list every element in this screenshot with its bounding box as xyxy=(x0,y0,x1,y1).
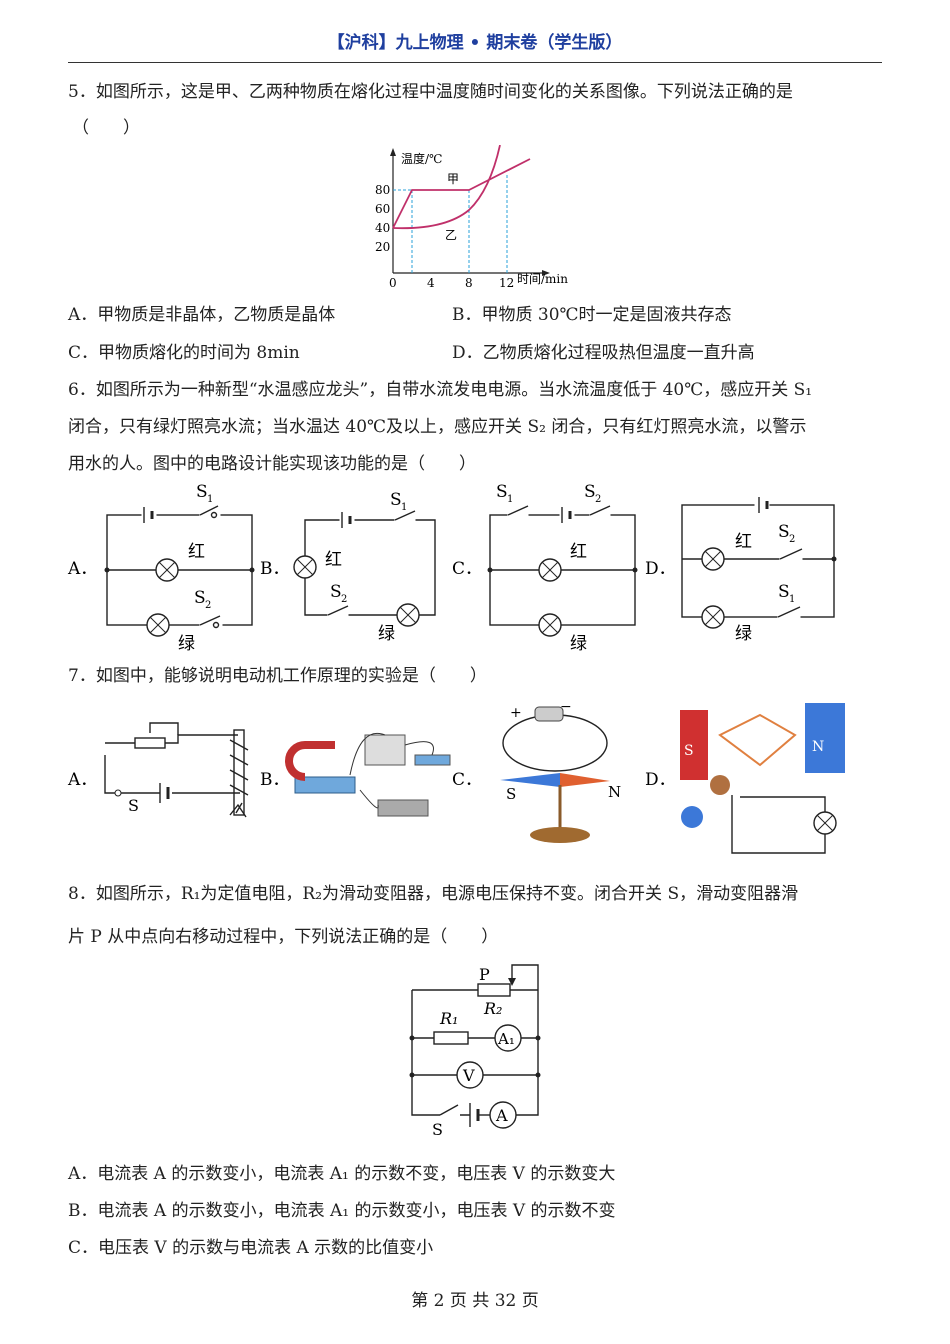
svg-text:绿: 绿 xyxy=(178,634,195,654)
svg-text:绿: 绿 xyxy=(735,624,752,644)
svg-text:温度/℃: 温度/℃ xyxy=(401,151,442,166)
svg-text:时间/min: 时间/min xyxy=(517,272,568,286)
svg-text:8: 8 xyxy=(465,276,473,290)
svg-text:红: 红 xyxy=(735,532,752,552)
svg-text:S: S xyxy=(194,588,206,608)
svg-text:D．: D． xyxy=(645,559,676,579)
svg-text:红: 红 xyxy=(570,542,587,562)
svg-text:0: 0 xyxy=(389,276,397,290)
svg-text:N: N xyxy=(608,783,621,801)
q7-experiment-images: A． B． C． D． S + − S N S N xyxy=(67,699,845,854)
svg-text:C．: C． xyxy=(452,559,482,579)
svg-text:+: + xyxy=(510,705,522,721)
series-yi-line xyxy=(392,145,501,230)
svg-text:V: V xyxy=(462,1066,475,1085)
q8-circuit: P R₂ R₁ A₁ V A S xyxy=(409,964,541,1139)
q6-line-3: 用水的人。图中的电路设计能实现该功能的是（ ） xyxy=(68,454,476,474)
svg-text:S: S xyxy=(496,482,508,502)
page-header: 【沪科】九上物理 • 期末卷（学生版） xyxy=(327,33,623,53)
svg-text:4: 4 xyxy=(427,276,435,290)
q8-option-c[interactable]: C．电压表 V 的示数与电流表 A 示数的比值变小 xyxy=(68,1238,434,1258)
q8-line-1: 8．如图所示，R₁为定值电阻，R₂为滑动变阻器，电源电压保持不变。闭合开关 S，… xyxy=(68,884,799,904)
svg-text:S: S xyxy=(196,482,208,502)
q5-blank: （ ） xyxy=(72,118,140,138)
svg-text:S: S xyxy=(432,1120,443,1139)
q8-option-a[interactable]: A．电流表 A 的示数变小，电流表 A₁ 的示数不变，电压表 V 的示数变大 xyxy=(68,1164,616,1184)
series-jia-line xyxy=(392,158,531,229)
q5-stem: 5．如图所示，这是甲、乙两种物质在熔化过程中温度随时间变化的关系图像。下列说法正… xyxy=(68,82,793,102)
svg-text:C．: C． xyxy=(452,770,482,790)
q8-option-b[interactable]: B．电流表 A 的示数变小，电流表 A₁ 的示数变小，电压表 V 的示数不变 xyxy=(68,1201,616,1221)
svg-text:S: S xyxy=(128,796,139,815)
svg-text:R₂: R₂ xyxy=(483,999,502,1018)
svg-text:A．: A． xyxy=(67,559,97,579)
page-footer: 第 2 页 共 32 页 xyxy=(411,1291,539,1311)
svg-text:60: 60 xyxy=(375,202,390,216)
q6-line-1: 6．如图所示为一种新型“水温感应龙头”，自带水流发电电源。当水流温度低于 40℃… xyxy=(68,380,813,400)
svg-text:2: 2 xyxy=(205,600,211,611)
svg-text:N: N xyxy=(812,739,824,755)
q5-temperature-graph: 温度/℃ 甲 乙 80 60 40 20 0 4 8 12 时间/min xyxy=(375,145,568,290)
svg-text:A₁: A₁ xyxy=(497,1030,515,1048)
svg-text:红: 红 xyxy=(325,550,342,570)
svg-text:甲: 甲 xyxy=(447,172,459,186)
svg-text:R₁: R₁ xyxy=(439,1009,458,1028)
svg-text:1: 1 xyxy=(789,594,795,605)
q5-option-b[interactable]: B．甲物质 30℃时一定是固液共存态 xyxy=(452,305,732,325)
svg-text:20: 20 xyxy=(375,240,390,254)
svg-text:绿: 绿 xyxy=(378,624,395,644)
svg-text:80: 80 xyxy=(375,183,390,197)
svg-text:1: 1 xyxy=(207,494,213,505)
svg-text:S: S xyxy=(778,582,790,602)
svg-text:2: 2 xyxy=(341,594,347,605)
svg-text:2: 2 xyxy=(789,534,795,545)
header-divider xyxy=(68,62,882,63)
svg-text:1: 1 xyxy=(507,494,513,505)
svg-text:S: S xyxy=(584,482,596,502)
svg-text:2: 2 xyxy=(595,494,601,505)
svg-text:S: S xyxy=(506,785,516,803)
svg-text:B．: B． xyxy=(260,559,290,579)
svg-text:P: P xyxy=(479,965,490,984)
svg-text:40: 40 xyxy=(375,221,390,235)
svg-text:A．: A． xyxy=(67,770,97,790)
svg-text:红: 红 xyxy=(188,542,205,562)
svg-text:A: A xyxy=(495,1106,508,1125)
svg-text:S: S xyxy=(330,582,342,602)
svg-text:乙: 乙 xyxy=(445,228,457,242)
svg-text:−: − xyxy=(560,699,572,715)
svg-text:D．: D． xyxy=(645,770,676,790)
svg-text:S: S xyxy=(684,743,694,759)
q5-option-d[interactable]: D．乙物质熔化过程吸热但温度一直升高 xyxy=(452,343,755,363)
q6-line-2: 闭合，只有绿灯照亮水流；当水温达 40℃及以上，感应开关 S₂ 闭合，只有红灯照… xyxy=(68,417,807,437)
svg-text:S: S xyxy=(390,490,402,510)
svg-text:12: 12 xyxy=(499,276,514,290)
svg-text:S: S xyxy=(778,522,790,542)
svg-text:1: 1 xyxy=(401,502,407,513)
q7-stem: 7．如图中，能够说明电动机工作原理的实验是（ ） xyxy=(68,666,487,686)
q5-option-c[interactable]: C．甲物质熔化的时间为 8min xyxy=(68,343,300,363)
svg-text:绿: 绿 xyxy=(570,634,587,654)
q5-option-a[interactable]: A．甲物质是非晶体，乙物质是晶体 xyxy=(68,305,336,325)
q8-line-2: 片 P 从中点向右移动过程中，下列说法正确的是（ ） xyxy=(68,927,499,947)
svg-text:B．: B． xyxy=(260,770,290,790)
